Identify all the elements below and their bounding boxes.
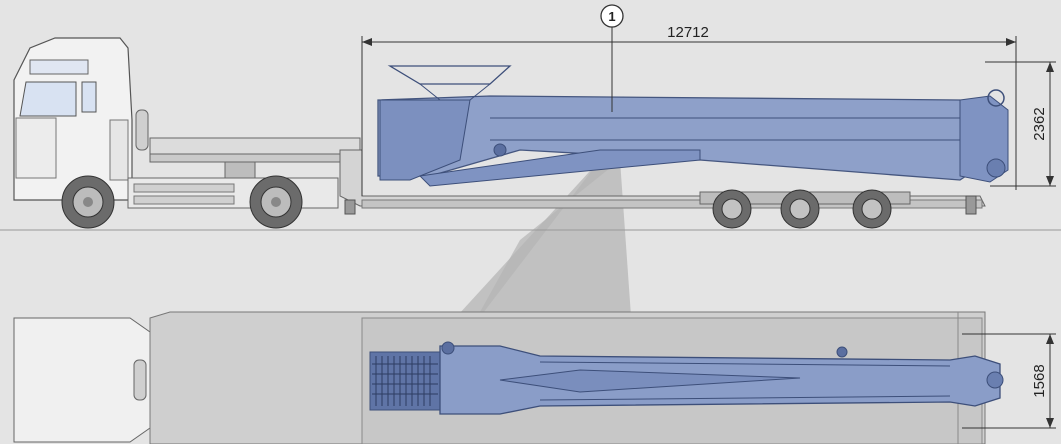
callout-1: 1 — [600, 4, 624, 112]
trailer-wheel-3 — [852, 189, 892, 229]
width-dimension: 1568 — [962, 333, 1056, 429]
trailer-wheel-1 — [712, 189, 752, 229]
boom-top — [369, 341, 1004, 415]
tractor-cab — [13, 37, 339, 209]
cab-top — [13, 317, 151, 443]
tractor-wheel-rear — [249, 175, 303, 229]
height-dimension: 2362 — [985, 61, 1056, 187]
top-view — [13, 311, 1004, 444]
side-view — [0, 37, 1061, 231]
tractor-deck — [149, 137, 361, 179]
trailer-wheel-2 — [780, 189, 820, 229]
callout-circle — [600, 4, 624, 28]
width-label: 1568 — [1031, 364, 1048, 397]
callout-label: 1 — [608, 9, 615, 24]
height-label: 2362 — [1031, 107, 1048, 140]
boom-side — [377, 65, 1009, 187]
length-label: 12712 — [667, 24, 709, 41]
tractor-wheel-front — [61, 175, 115, 229]
